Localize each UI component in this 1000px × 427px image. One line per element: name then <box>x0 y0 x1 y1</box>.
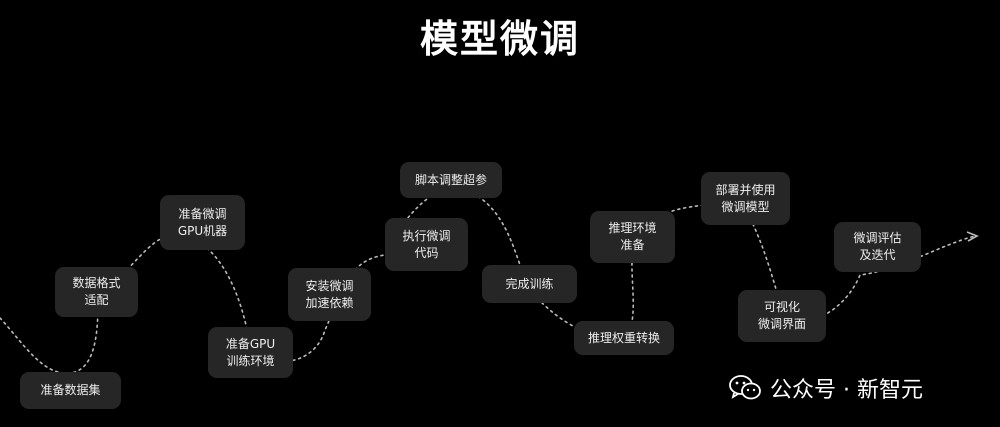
step-tune-hyperparams: 脚本调整超参 <box>400 162 502 198</box>
step-label: 完成训练 <box>505 276 554 291</box>
step-deploy-model: 部署并使用 微调模型 <box>701 172 790 225</box>
wechat-logo-icon <box>729 375 761 400</box>
step-prepare-gpu-env: 准备GPU 训练环境 <box>208 327 293 378</box>
step-label: 可视化 微调界面 <box>757 300 806 331</box>
step-label: 推理环境 准备 <box>608 221 657 252</box>
step-prepare-inference-env: 推理环境 准备 <box>590 211 675 263</box>
step-prepare-gpu-machine: 准备微调 GPU机器 <box>160 195 245 250</box>
watermark-text: 公众号 · 新智元 <box>770 378 923 403</box>
step-label: 准备数据集 <box>40 383 101 397</box>
step-finish-training: 完成训练 <box>482 265 577 303</box>
step-visualize-ui: 可视化 微调界面 <box>738 290 826 342</box>
step-label: 微调评估 及迭代 <box>853 231 902 262</box>
step-run-finetune-code: 执行微调 代码 <box>385 218 468 271</box>
step-label: 准备微调 GPU机器 <box>177 206 228 238</box>
step-data-format-adapt: 数据格式 适配 <box>55 267 138 317</box>
step-label: 安装微调 加速依赖 <box>305 278 354 310</box>
step-label: 脚本调整超参 <box>414 172 487 187</box>
diagram-title: 模型微调 <box>419 17 580 61</box>
arrow-head-icon <box>966 231 979 242</box>
step-label: 推理权重转换 <box>587 330 660 345</box>
step-label: 数据格式 适配 <box>72 276 121 307</box>
step-label: 执行微调 代码 <box>402 228 451 260</box>
step-convert-weights: 推理权重转换 <box>574 321 674 355</box>
dotted-curve <box>0 184 976 374</box>
step-label: 部署并使用 微调模型 <box>715 182 776 214</box>
step-prepare-dataset: 准备数据集 <box>20 372 121 409</box>
step-label: 准备GPU 训练环境 <box>225 336 276 368</box>
step-install-deps: 安装微调 加速依赖 <box>288 268 371 321</box>
watermark: 公众号 · 新智元 <box>728 372 923 404</box>
step-evaluate-iterate: 微调评估 及迭代 <box>834 222 921 272</box>
